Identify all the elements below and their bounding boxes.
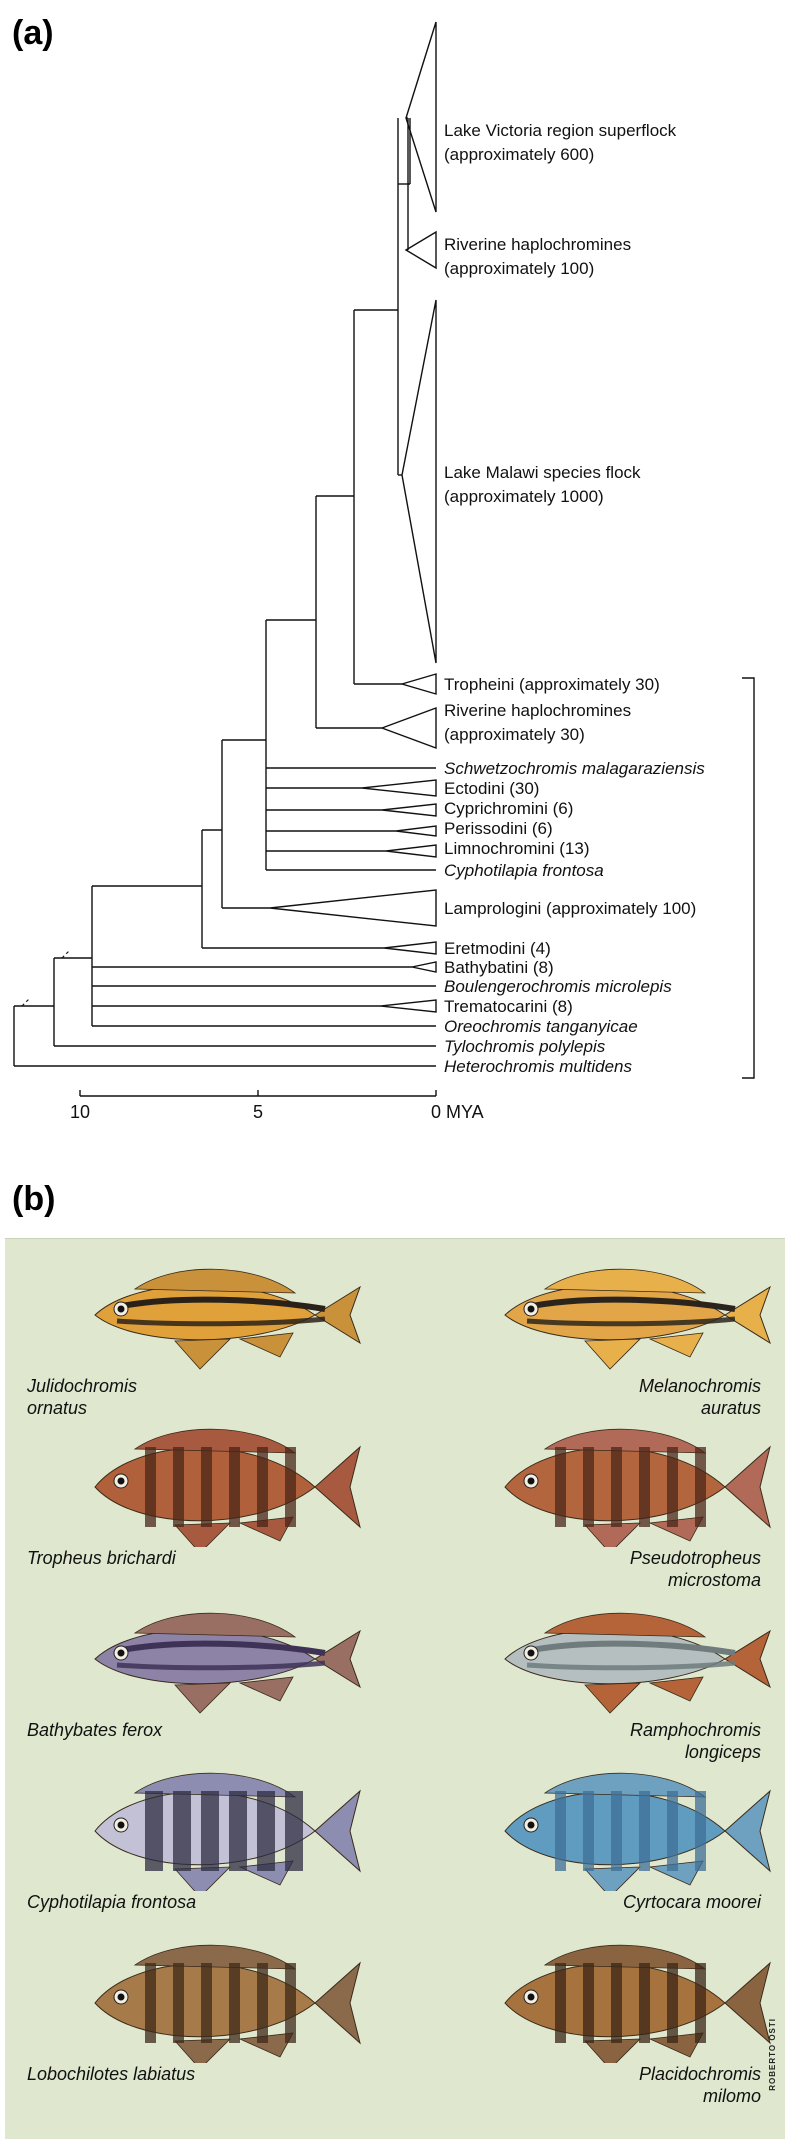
time-axis-tick-label: 5 (253, 1102, 263, 1122)
fish-cell: Placidochromis milomo (395, 1937, 785, 2117)
taxon-label-t2: (approximately 100) (444, 259, 594, 278)
fish-illustration (94, 1612, 361, 1714)
fish-illustration (94, 1772, 361, 1891)
fish-cell: Tropheus brichardi (5, 1421, 395, 1601)
fish-illustration (94, 1944, 361, 2063)
fish-species-label: Cyrtocara moorei (622, 1892, 761, 1912)
taxon-label-t16: Trematocarini (8) (444, 997, 573, 1016)
taxon-label-t4: Tropheini (approximately 30) (444, 675, 660, 694)
clade-triangle-t13 (383, 941, 437, 955)
fish-species-label: Cyphotilapia frontosa (27, 1892, 197, 1912)
fish-illustration (94, 1268, 361, 1370)
fish-cell: Pseudotropheus microstoma (395, 1421, 785, 1601)
taxon-label-t15: Boulengerochromis microlepis (444, 977, 672, 996)
fish-illustration (504, 1944, 771, 2063)
clade-triangle-t8 (381, 803, 437, 817)
clade-triangle-t10 (385, 844, 437, 858)
clade-triangle-t1 (405, 21, 437, 213)
clade-triangle-t9 (395, 825, 437, 837)
taxon-label-t10: Limnochromini (13) (444, 839, 590, 858)
taxon-label-t18: Tylochromis polylepis (444, 1037, 606, 1056)
uncertain-branch-marker (61, 949, 71, 959)
fish-cell: Lobochilotes labiatus (5, 1937, 395, 2117)
clade-triangle-t3 (401, 299, 437, 664)
panel-b-label: (b) (12, 1180, 56, 1218)
fish-cell: Bathybates ferox (5, 1593, 395, 1773)
taxon-label-t3: Lake Malawi species flock (444, 463, 641, 482)
fish-illustration (504, 1428, 771, 1547)
taxon-label-t1: Lake Victoria region superflock (444, 121, 677, 140)
lake-tanganyika-bracket (742, 677, 755, 1079)
fish-illustration (504, 1772, 771, 1891)
fish-illustration (504, 1612, 771, 1714)
taxon-label-t12: Lamprologini (approximately 100) (444, 899, 696, 918)
phylogenetic-tree: Lake Victoria region superflock (approxim… (13, 21, 755, 1122)
fish-species-label: Bathybates ferox (27, 1720, 163, 1740)
taxon-label-t3: (approximately 1000) (444, 487, 604, 506)
taxon-label-t13: Eretmodini (4) (444, 939, 551, 958)
fish-illustration-panel: ROBERTO OSTI Julidochromis ornatus Melan… (5, 1238, 785, 2139)
uncertain-branch-marker (21, 997, 31, 1007)
taxon-label-t5: (approximately 30) (444, 725, 585, 744)
taxon-label-t6: Schwetzochromis malagaraziensis (444, 759, 705, 778)
taxon-label-t1: (approximately 600) (444, 145, 594, 164)
taxon-label-t7: Ectodini (30) (444, 779, 539, 798)
fish-species-label: Julidochromis ornatus (27, 1376, 138, 1418)
time-axis-unit: MYA (446, 1102, 484, 1122)
taxon-label-t5: Riverine haplochromines (444, 701, 631, 720)
time-axis-tick-label: 0 (431, 1102, 441, 1122)
fish-illustration (504, 1268, 771, 1370)
clade-triangle-t5 (379, 706, 437, 750)
taxon-label-t8: Cyprichromini (6) (444, 799, 573, 818)
panel-a-label: (a) (12, 14, 54, 52)
taxon-label-t11: Cyphotilapia frontosa (444, 861, 604, 880)
fish-cell: Cyphotilapia frontosa (5, 1765, 395, 1945)
fish-cell: Julidochromis ornatus (5, 1249, 395, 1429)
fish-species-label: Tropheus brichardi (27, 1548, 176, 1568)
clade-triangle-t2 (404, 230, 437, 270)
time-axis-tick-label: 10 (70, 1102, 90, 1122)
fish-species-label: Lobochilotes labiatus (27, 2064, 196, 2084)
fish-illustration (94, 1428, 361, 1547)
clade-triangle-t16 (379, 999, 437, 1013)
clade-triangle-t14 (411, 961, 437, 973)
taxon-label-t9: Perissodini (6) (444, 819, 553, 838)
fish-species-label: Pseudotropheus microstoma (629, 1548, 761, 1590)
fish-species-label: Melanochromis auratus (638, 1376, 761, 1418)
clade-triangle-t4 (399, 673, 437, 695)
fish-cell: Cyrtocara moorei (395, 1765, 785, 1945)
clade-triangle-t12 (269, 889, 437, 927)
taxon-label-t14: Bathybatini (8) (444, 958, 554, 977)
fish-species-label: Ramphochromis longiceps (629, 1720, 761, 1762)
clade-triangle-t7 (361, 779, 437, 797)
taxon-label-t19: Heterochromis multidens (444, 1057, 633, 1076)
fish-species-label: Placidochromis milomo (638, 2064, 761, 2106)
fish-cell: Ramphochromis longiceps (395, 1593, 785, 1773)
taxon-label-t17: Oreochromis tanganyicae (444, 1017, 638, 1036)
fish-cell: Melanochromis auratus (395, 1249, 785, 1429)
taxon-label-t2: Riverine haplochromines (444, 235, 631, 254)
